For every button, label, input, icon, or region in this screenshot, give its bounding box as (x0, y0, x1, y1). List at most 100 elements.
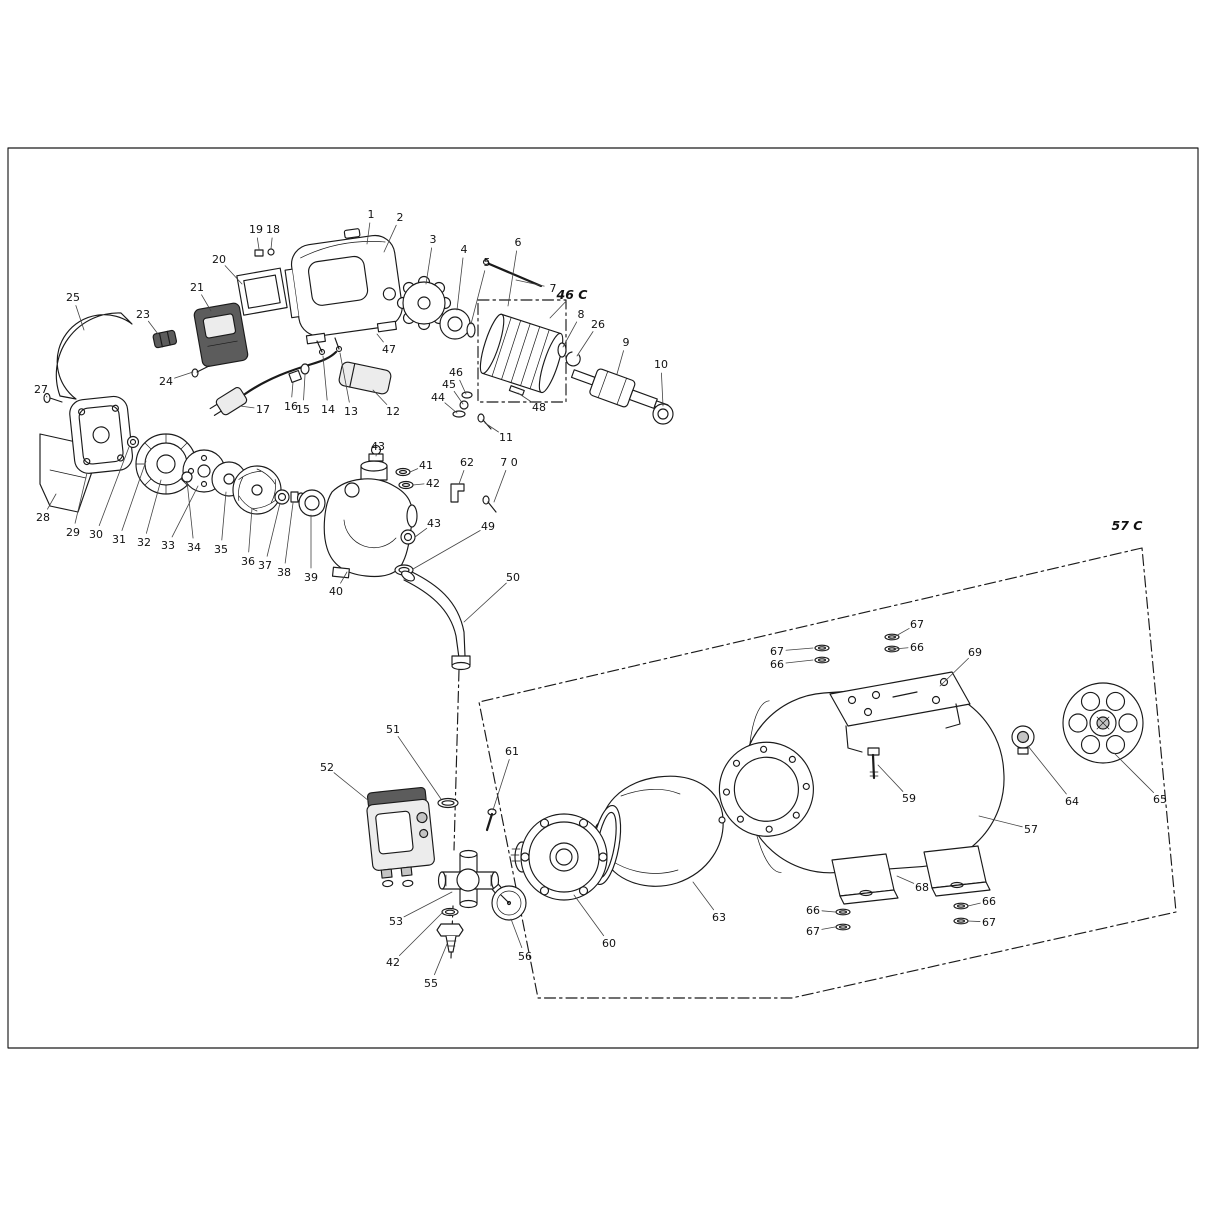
five-way-fitting (437, 849, 500, 909)
part-label: 57 C (1112, 518, 1144, 533)
part-label: 19 (249, 223, 263, 236)
part-label: 47 (382, 343, 396, 356)
outlet-hose (401, 570, 471, 671)
part-label: 18 (266, 223, 280, 236)
ejector-parts (274, 489, 326, 517)
part-label: 51 (386, 723, 400, 736)
washer-circlip (557, 342, 581, 367)
cover-screws (254, 248, 275, 257)
part-label: 25 (66, 291, 80, 304)
part-label: 64 (1065, 795, 1079, 808)
part-label: 10 (654, 358, 668, 371)
rear-cover (69, 395, 133, 474)
part-label: 17 (256, 403, 270, 416)
tank-connection-flange (510, 813, 608, 901)
part-label: 35 (214, 543, 228, 556)
seal-stack (126, 433, 247, 497)
part-label: 44 (431, 391, 445, 404)
part-label: 45 (442, 378, 456, 391)
pump-fittings (368, 444, 497, 576)
part-label: 48 (532, 401, 546, 414)
part-label: 63 (712, 911, 726, 924)
part-label: 28 (36, 511, 50, 524)
tank-foot (923, 845, 991, 897)
cover-plate (236, 267, 288, 316)
part-label: 38 (277, 566, 291, 579)
part-label: 52 (320, 761, 334, 774)
part-label: 62 (460, 456, 474, 469)
fan-cover (439, 308, 476, 340)
part-label: 66 (982, 895, 996, 908)
part-label: 31 (112, 533, 126, 546)
part-label: 5 (484, 256, 491, 269)
bearing (652, 403, 674, 425)
part-label: 14 (321, 403, 335, 416)
part-label: 30 (89, 528, 103, 541)
part-label: 56 (518, 950, 532, 963)
screw-24 (191, 365, 210, 378)
plate-bolt (867, 747, 880, 780)
part-label: 66 (910, 641, 924, 654)
part-label: 32 (137, 536, 151, 549)
part-label: 36 (241, 555, 255, 568)
part-label: 49 (481, 520, 495, 533)
pump-body (323, 460, 418, 579)
oring (437, 797, 459, 809)
part-label: 41 (419, 459, 433, 472)
part-label: 67 (910, 618, 924, 631)
plate-hardware (814, 633, 969, 931)
stator-assembly (477, 299, 567, 403)
part-label: 9 (623, 336, 630, 349)
part-label: 6 (515, 236, 522, 249)
part-label: 23 (136, 308, 150, 321)
part-label: 67 (982, 916, 996, 929)
part-label: 42 (386, 956, 400, 969)
wheel-cover (1062, 682, 1144, 764)
motor-housing (284, 228, 403, 345)
part-label: 53 (389, 915, 403, 928)
part-label: 34 (187, 541, 201, 554)
part-label: 59 (902, 792, 916, 805)
part-label: 8 (578, 308, 585, 321)
part-label: 43 (427, 517, 441, 530)
part-label: 12 (386, 405, 400, 418)
part-label: 42 (426, 477, 440, 490)
part-label: 66 (770, 658, 784, 671)
part-label: 33 (161, 539, 175, 552)
pressure-switch (366, 786, 435, 888)
subassembly-boundary (478, 547, 1177, 999)
part-label: 68 (915, 881, 929, 894)
housing-screws (316, 337, 343, 356)
pressure-tank (718, 686, 1005, 874)
terminal-board (193, 302, 249, 368)
part-label: 67 (806, 925, 820, 938)
power-cord (209, 350, 338, 416)
part-label: 13 (344, 405, 358, 418)
small-hardware-44-48 (452, 385, 525, 430)
part-label: 55 (424, 977, 438, 990)
part-label: 60 (602, 937, 616, 950)
part-label: 67 (770, 645, 784, 658)
part-label: 24 (159, 375, 173, 388)
part-label: 37 (258, 559, 272, 572)
part-label: 7 (550, 282, 557, 295)
part-label: 39 (304, 571, 318, 584)
cable-connector (152, 329, 178, 349)
part-label: 16 (284, 400, 298, 413)
part-label: 57 (1024, 823, 1038, 836)
handle (55, 312, 133, 400)
part-label: 43 (371, 440, 385, 453)
part-label: 65 (1153, 793, 1167, 806)
part-label: 46 (449, 366, 463, 379)
part-label: 11 (499, 431, 513, 444)
bolt-27 (43, 392, 63, 404)
part-label: 21 (190, 281, 204, 294)
part-label: 27 (34, 383, 48, 396)
part-label: 4 (461, 243, 468, 256)
part-label: 46 C (556, 287, 589, 302)
air-valve (1011, 725, 1035, 755)
pressure-gauge (491, 883, 527, 921)
ring-42b (441, 907, 459, 917)
